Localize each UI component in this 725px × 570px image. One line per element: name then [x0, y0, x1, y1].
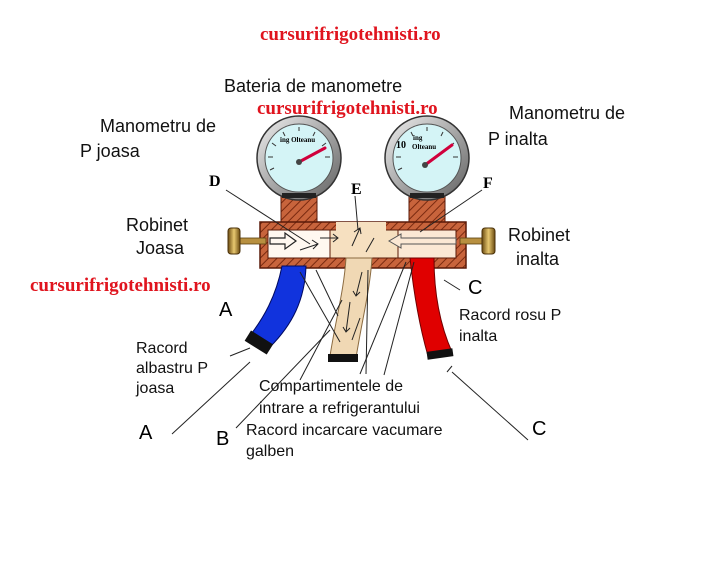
- watermark-middle: cursurifrigotehnisti.ro: [257, 98, 438, 119]
- red-hose-label-line1: Racord rosu P: [459, 307, 562, 324]
- watermark-left: cursurifrigotehnisti.ro: [30, 275, 211, 296]
- compartments-label-line1: Compartimentele de: [259, 378, 404, 395]
- high-valve-label-line2: inalta: [516, 249, 560, 269]
- low-valve-knob[interactable]: [227, 227, 241, 255]
- high-gauge-brand-line2: Olteanu: [412, 143, 437, 151]
- marker-a-top: A: [219, 299, 233, 321]
- low-gauge-brand: ing Olteanu: [280, 136, 316, 144]
- red-hose-label-line2: inalta: [459, 328, 498, 345]
- blue-hose-label-line1: Racord: [136, 340, 188, 357]
- high-valve-label-line1: Robinet: [508, 225, 571, 245]
- center-chamber: [329, 229, 399, 259]
- blue-hose-label-line2: albastru P: [136, 360, 209, 377]
- low-valve-label-line1: Robinet: [126, 215, 189, 235]
- marker-a-bottom: A: [139, 422, 153, 444]
- red-hose: [409, 257, 453, 357]
- low-pressure-gauge: [256, 115, 342, 201]
- high-gauge-brand-line1: ing: [413, 134, 423, 142]
- marker-d: D: [209, 173, 221, 190]
- marker-c-bottom: C: [532, 418, 547, 440]
- marker-c-top: C: [468, 277, 483, 299]
- yellow-hose: [329, 257, 373, 359]
- yellow-hose-label-line2: galben: [246, 443, 295, 460]
- high-gauge-scale-mark: 10: [396, 140, 406, 151]
- yellow-hose-label-line1: Racord incarcare vacumare: [246, 422, 443, 439]
- high-valve-needle: [388, 233, 457, 249]
- diagram-title: Bateria de manometre: [224, 76, 403, 96]
- high-valve-stem: [459, 237, 485, 245]
- watermark-top: cursurifrigotehnisti.ro: [260, 24, 441, 45]
- marker-f: F: [483, 175, 493, 192]
- marker-b: B: [216, 428, 230, 450]
- low-valve-needle: [269, 231, 298, 251]
- blue-hose-label-line3: joasa: [136, 380, 175, 397]
- low-gauge-label-line2: P joasa: [80, 141, 140, 161]
- high-pressure-gauge: [384, 115, 470, 201]
- high-valve-knob[interactable]: [481, 227, 496, 255]
- low-gauge-label-line1: Manometru de: [100, 116, 217, 136]
- high-gauge-label-line1: Manometru de: [509, 103, 626, 123]
- marker-e: E: [351, 181, 362, 198]
- high-gauge-label-line2: P inalta: [488, 129, 548, 149]
- compartments-label-line2: intrare a refrigerantului: [259, 400, 420, 417]
- low-valve-label-line2: Joasa: [136, 238, 185, 258]
